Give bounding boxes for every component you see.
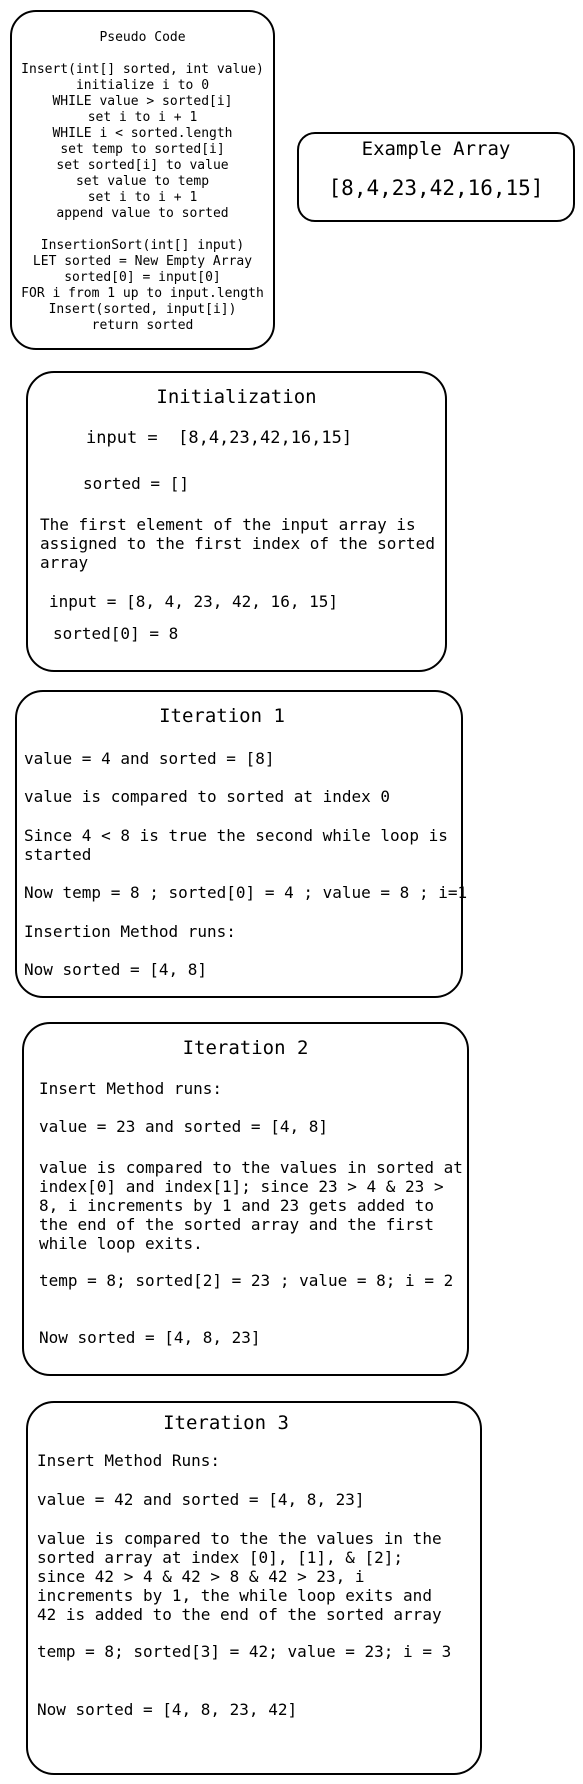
- example-array-value: [8,4,23,42,16,15]: [328, 176, 544, 200]
- pseudo-code-line: append value to sorted: [56, 206, 229, 221]
- iteration-2-line: Now sorted = [4, 8, 23]: [39, 1328, 261, 1347]
- iteration-1-line: value = 4 and sorted = [8]: [24, 749, 275, 768]
- iteration-1-line: Now temp = 8 ; sorted[0] = 4 ; value = 8…: [24, 883, 468, 902]
- pseudo-code-line: WHILE value > sorted[i]: [52, 94, 233, 109]
- iteration-1-line: Insertion Method runs:: [24, 922, 236, 941]
- iteration-2-line: Insert Method runs:: [39, 1079, 223, 1098]
- pseudo-code-line: WHILE i < sorted.length: [52, 126, 233, 141]
- initialization-description: The first element of the input array is …: [40, 515, 435, 572]
- pseudo-code-line: Insert(int[] sorted, int value): [21, 62, 264, 77]
- initialization-title: Initialization: [156, 386, 317, 408]
- iteration-2-line: value is compared to the values in sorte…: [39, 1158, 463, 1253]
- iteration-3-title: Iteration 3: [163, 1412, 289, 1434]
- pseudo-code-line: set temp to sorted[i]: [60, 142, 225, 157]
- initialization-box: Initialization input = [8,4,23,42,16,15]…: [26, 371, 447, 672]
- pseudo-code-line: sorted[0] = input[0]: [64, 270, 221, 285]
- iteration-3-line: Insert Method Runs:: [37, 1451, 221, 1470]
- initialization-sorted-after: sorted[0] = 8: [53, 624, 179, 643]
- iteration-1-title: Iteration 1: [159, 705, 285, 727]
- initialization-input-after: input = [8, 4, 23, 42, 16, 15]: [49, 592, 338, 611]
- iteration-2-box: Iteration 2 Insert Method runs: value = …: [22, 1022, 469, 1376]
- iteration-2-line: value = 23 and sorted = [4, 8]: [39, 1117, 328, 1136]
- example-array-title: Example Array: [361, 138, 511, 160]
- initialization-sorted-line: sorted = []: [83, 474, 189, 493]
- iteration-3-line: value = 42 and sorted = [4, 8, 23]: [37, 1490, 365, 1509]
- pseudo-code-line: InsertionSort(int[] input): [40, 238, 245, 253]
- pseudo-code-line: initialize i to 0: [75, 78, 210, 93]
- iteration-2-line: temp = 8; sorted[2] = 23 ; value = 8; i …: [39, 1271, 454, 1290]
- pseudo-code-line: FOR i from 1 up to input.length: [21, 286, 264, 301]
- pseudo-code-line: set sorted[i] to value: [56, 158, 229, 173]
- example-array-box: Example Array [8,4,23,42,16,15]: [297, 132, 575, 222]
- iteration-1-box: Iteration 1 value = 4 and sorted = [8] v…: [15, 690, 467, 998]
- pseudo-code-line: return sorted: [91, 318, 194, 333]
- iteration-3-line: Now sorted = [4, 8, 23, 42]: [37, 1700, 298, 1719]
- pseudo-code-line: set i to i + 1: [87, 190, 198, 205]
- pseudo-code-line: LET sorted = New Empty Array: [32, 254, 253, 269]
- initialization-input-line: input = [8,4,23,42,16,15]: [86, 428, 353, 448]
- pseudo-code-box: Pseudo Code Insert(int[] sorted, int val…: [10, 10, 275, 350]
- iteration-1-line: value is compared to sorted at index 0: [24, 787, 391, 806]
- pseudo-code-line: Insert(sorted, input[i]): [48, 302, 237, 317]
- iteration-1-line: Since 4 < 8 is true the second while loo…: [24, 826, 448, 864]
- iteration-2-title: Iteration 2: [182, 1037, 309, 1059]
- pseudo-code-line: set i to i + 1: [87, 110, 198, 125]
- iteration-3-line: value is compared to the the values in t…: [37, 1529, 442, 1624]
- iteration-1-line: Now sorted = [4, 8]: [24, 960, 208, 979]
- pseudo-code-title: Pseudo Code: [99, 30, 186, 45]
- pseudo-code-line: set value to temp: [75, 174, 210, 189]
- iteration-3-box: Iteration 3 Insert Method Runs: value = …: [26, 1401, 482, 1775]
- iteration-3-line: temp = 8; sorted[3] = 42; value = 23; i …: [37, 1642, 452, 1661]
